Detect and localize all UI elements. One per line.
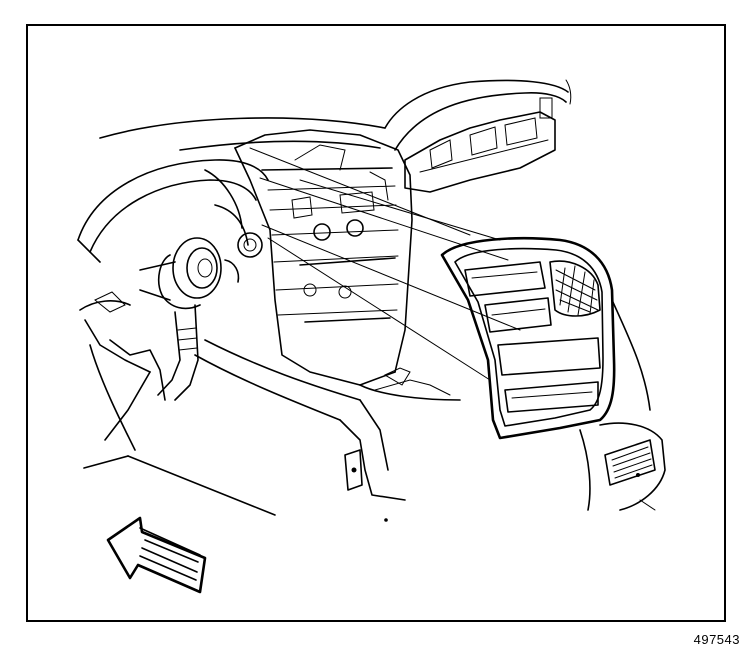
right-end-panel — [579, 299, 666, 511]
illustration-frame — [26, 24, 726, 622]
instrument-cluster-hood — [77, 159, 269, 263]
left-lower-panel — [79, 291, 166, 451]
forward-arrow-icon — [106, 516, 207, 594]
alignment-lines — [249, 147, 521, 381]
center-stack-carrier — [234, 129, 461, 401]
figure-id-label: 497543 — [693, 632, 740, 647]
steering-column — [139, 232, 263, 401]
upper-right-bracket — [404, 97, 556, 193]
dash-top-outline — [99, 79, 572, 151]
center-trim-bezel — [440, 236, 616, 440]
lower-dash-panel — [83, 339, 406, 522]
